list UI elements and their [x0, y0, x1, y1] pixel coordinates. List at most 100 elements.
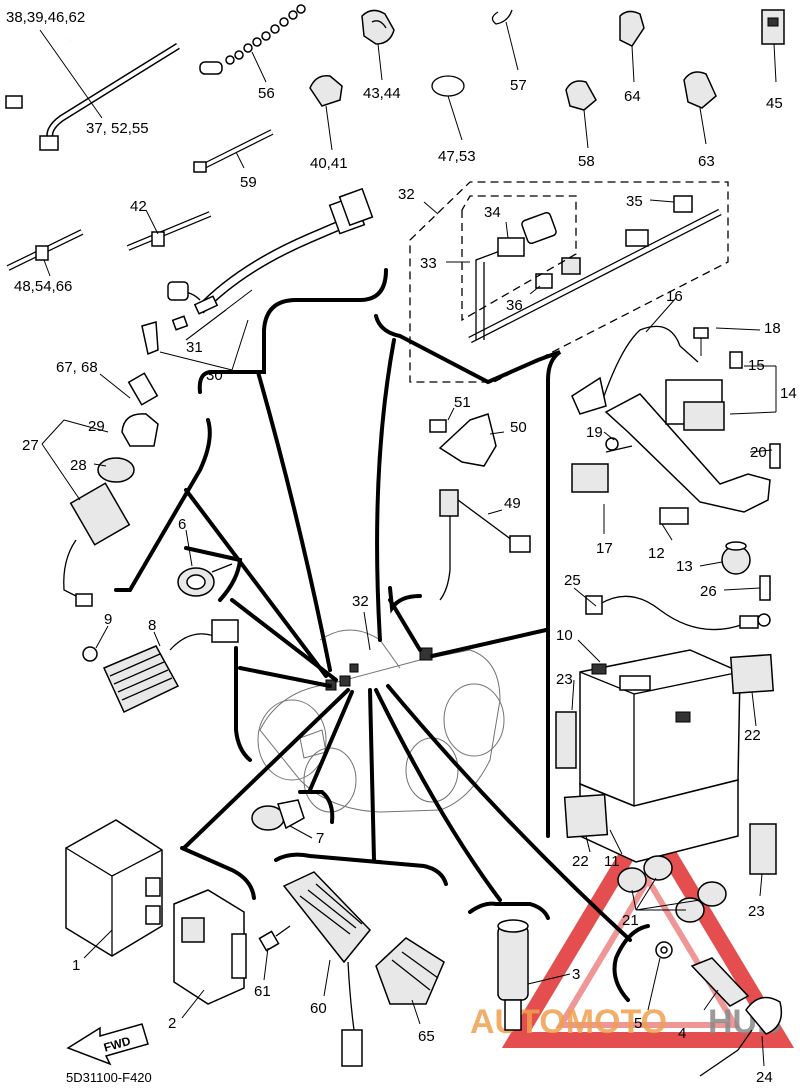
label-14: 14 — [780, 385, 797, 402]
label-6: 6 — [178, 516, 186, 533]
label-7: 7 — [316, 830, 324, 847]
label-63: 63 — [698, 153, 715, 170]
label-59: 59 — [240, 174, 257, 191]
label-3: 3 — [572, 966, 580, 983]
connector-45 — [761, 9, 785, 83]
label-25: 25 — [564, 572, 581, 589]
caps-21 — [617, 855, 727, 923]
atv-outline — [257, 629, 505, 813]
label-58: 58 — [578, 153, 595, 170]
label-48: 48,54,66 — [14, 278, 72, 295]
cable-tie-38 — [5, 38, 72, 109]
group-brackets — [114, 268, 650, 1002]
bolt-61 — [258, 925, 291, 981]
label-50: 50 — [510, 419, 527, 436]
battery-pads — [555, 653, 777, 875]
label-4: 4 — [678, 1025, 686, 1042]
sub-harness-30 — [141, 187, 374, 371]
label-37: 37, 52,55 — [86, 120, 149, 137]
label-2: 2 — [168, 1015, 176, 1032]
label-28: 28 — [70, 457, 87, 474]
cdi-unit-1 — [65, 819, 163, 959]
unit-2 — [173, 889, 247, 1019]
sensor-49 — [429, 413, 531, 601]
label-45: 45 — [766, 95, 783, 112]
label-60: 60 — [310, 1000, 327, 1017]
switch-6 — [177, 529, 233, 597]
main-switch — [63, 372, 159, 607]
clamp-47 — [431, 75, 465, 141]
label-26: 26 — [700, 583, 717, 600]
clip-chain-56 — [199, 4, 306, 83]
label-64: 64 — [624, 88, 641, 105]
clamp-63 — [683, 71, 717, 145]
label-30: 30 — [206, 367, 223, 384]
label-56: 56 — [258, 85, 275, 102]
clamp-40 — [309, 75, 343, 151]
label-11: 11 — [604, 853, 620, 870]
label-65: 65 — [418, 1028, 435, 1045]
cable-tie-48 — [6, 229, 84, 277]
label-38: 38,39,46,62 — [6, 9, 85, 26]
rectifier-8 — [82, 619, 239, 714]
plug-cap-24 — [699, 996, 783, 1077]
label-13: 13 — [676, 558, 693, 575]
label-19: 19 — [586, 424, 603, 441]
clamp-43 — [361, 9, 395, 81]
clamp-57 — [491, 9, 519, 71]
label-34: 34 — [484, 204, 501, 221]
battery-cables — [585, 575, 771, 631]
label-1: 1 — [72, 957, 80, 974]
label-47: 47,53 — [438, 148, 476, 165]
label-9: 9 — [104, 611, 112, 628]
label-23-left: 23 — [556, 671, 573, 688]
label-5: 5 — [634, 1015, 642, 1032]
group-leader-lines — [182, 338, 632, 942]
label-61: 61 — [254, 983, 271, 1000]
connector-7 — [251, 799, 313, 839]
label-29: 29 — [88, 418, 105, 435]
battery — [579, 649, 741, 863]
label-17: 17 — [596, 540, 613, 557]
label-10: 10 — [556, 627, 573, 644]
label-31: 31 — [186, 339, 203, 356]
cable-tie-37 — [39, 43, 180, 151]
label-12: 12 — [648, 545, 665, 562]
label-36: 36 — [506, 297, 523, 314]
label-32-top: 32 — [398, 186, 415, 203]
clamp-64 — [619, 10, 645, 83]
label-67: 67, 68 — [56, 359, 98, 376]
watermark: AUTOMOTO HUB — [470, 804, 795, 1048]
cable-tie-42 — [126, 209, 212, 251]
sensor-4 — [690, 957, 750, 1011]
label-51: 51 — [454, 394, 471, 411]
label-23-right: 23 — [748, 903, 765, 920]
label-22-right: 22 — [744, 727, 761, 744]
label-27: 27 — [22, 437, 39, 454]
coil-60 — [282, 871, 372, 1067]
clamp-58 — [565, 80, 597, 149]
label-40: 40,41 — [310, 155, 348, 172]
watermark-triangle — [501, 804, 795, 1048]
label-42: 42 — [130, 198, 147, 215]
diagram-code: 5D31100-F420 — [66, 1070, 152, 1085]
label-24: 24 — [756, 1069, 773, 1085]
label-22-left: 22 — [572, 853, 589, 870]
label-8: 8 — [148, 617, 156, 634]
relay-65 — [375, 937, 445, 1025]
label-32-main: 32 — [352, 593, 369, 610]
sensor-3 — [497, 919, 571, 1031]
battery-bracket-group — [571, 325, 781, 575]
label-33: 33 — [420, 255, 437, 272]
sub-harness-box-32 — [409, 181, 729, 383]
label-16: 16 — [666, 288, 683, 305]
label-57: 57 — [510, 77, 527, 94]
sub-harness-32 — [461, 195, 722, 344]
fwd-arrow: FWD — [66, 1023, 149, 1066]
label-21: 21 — [622, 912, 639, 929]
watermark-word-a: AUTOMOTO — [470, 1003, 667, 1041]
washer-5 — [647, 941, 673, 1011]
label-15: 15 — [748, 357, 765, 374]
cable-tie-59 — [193, 129, 274, 173]
